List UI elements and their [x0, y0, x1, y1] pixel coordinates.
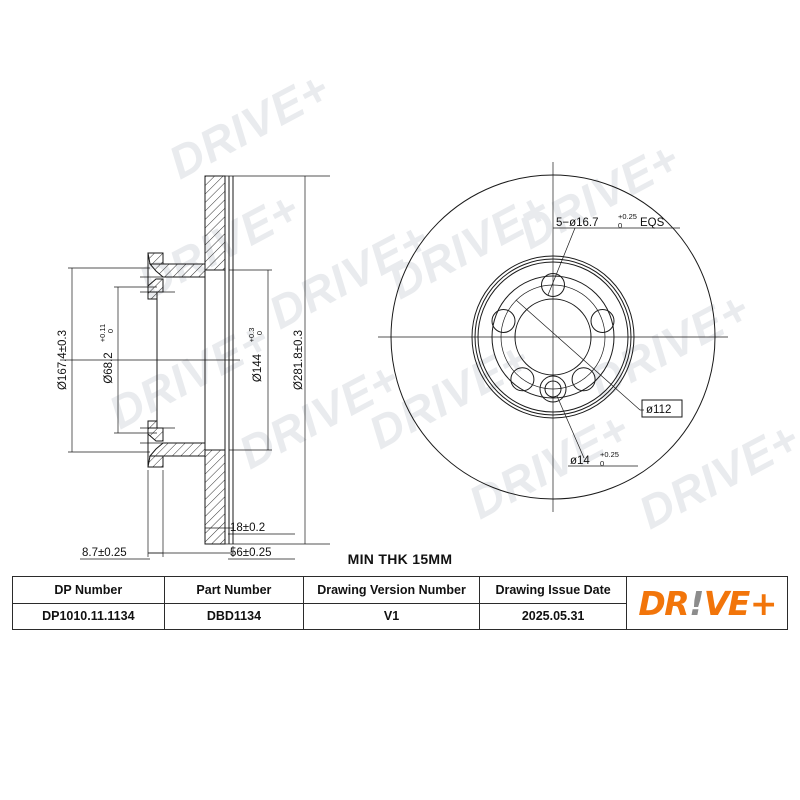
face-view: ø112 5−ø16.7 +0.25 0 EQS ø14 +0.25 0 — [378, 162, 728, 512]
watermark-text: DRIVE+ — [630, 411, 800, 538]
drawing-version-value: V1 — [383, 609, 400, 624]
disc-ring-lower — [204, 449, 226, 545]
logo-text-ve: VE — [703, 583, 751, 623]
bolt-hole — [572, 368, 595, 391]
logo-text-dr: DR — [638, 583, 689, 623]
svg-text:Ø167.4±0.3: Ø167.4±0.3 — [57, 330, 69, 390]
part-number-value: DBD1134 — [206, 609, 262, 624]
title-block: DP Number DP1010.11.1134 Part Number DBD… — [12, 576, 788, 630]
logo-plus-icon: + — [749, 583, 778, 623]
hub-neck-upper — [147, 252, 164, 265]
hub-lip-upper — [147, 291, 158, 300]
svg-text:0: 0 — [106, 329, 115, 333]
bolt-hole — [492, 310, 515, 333]
svg-text:EQS: EQS — [640, 217, 665, 229]
min-thickness-note: MIN THK 15MM — [347, 551, 453, 567]
leader-bolt-holes — [547, 227, 576, 296]
svg-text:Ø68.2: Ø68.2 — [103, 352, 115, 383]
section-view: Ø281.8±0.3 Ø144 +0.3 0 Ø167.4±0.3 — [57, 175, 330, 560]
watermark-text: DRIVE+ — [460, 401, 638, 528]
bolt-holes-callout: 5−ø16.7 +0.25 0 EQS — [556, 212, 665, 230]
leader-pilot-hole — [556, 395, 585, 459]
hub-flange-upper — [148, 263, 206, 278]
watermark-text: DRIVE+ — [160, 61, 338, 188]
svg-text:0: 0 — [255, 331, 264, 335]
issue-date-value: 2025.05.31 — [521, 609, 585, 624]
title-block-col-dp-number: DP Number DP1010.11.1134 — [13, 577, 165, 629]
dim-label-bore: Ø68.2 +0.11 0 — [98, 324, 115, 384]
dim-label-hub-thk: 8.7±0.25 — [82, 547, 127, 559]
svg-text:+0.25: +0.25 — [618, 212, 637, 221]
title-block-col-version: Drawing Version Number V1 — [304, 577, 480, 629]
pcd-label-box — [642, 400, 682, 417]
leader-pcd — [515, 299, 641, 411]
title-block-col-logo: DR!VE+ — [627, 577, 787, 629]
title-block-col-issue-date: Drawing Issue Date 2025.05.31 — [479, 577, 628, 629]
drawing-version-header: Drawing Version Number — [304, 577, 479, 604]
svg-text:+0.3: +0.3 — [247, 328, 256, 343]
disc-ring-upper — [204, 175, 226, 271]
svg-text:+0.25: +0.25 — [600, 450, 619, 459]
dp-number-header: DP Number — [13, 577, 164, 604]
pilot-hole-callout: ø14 +0.25 0 — [570, 450, 619, 468]
bolt-hole — [511, 368, 534, 391]
logo-exclamation-icon: ! — [689, 583, 704, 623]
svg-text:ø14: ø14 — [570, 455, 590, 467]
part-number-header: Part Number — [164, 577, 304, 604]
dp-number-value: DP1010.11.1134 — [42, 609, 135, 624]
hub-lip-lower — [147, 420, 158, 429]
svg-text:0: 0 — [618, 221, 622, 230]
dim-label-disc-thk: 18±0.2 — [230, 522, 265, 534]
pcd-label-text: ø112 — [646, 404, 671, 416]
dim-label-hub-od: Ø167.4±0.3 — [57, 330, 69, 390]
bolt-hole — [591, 310, 614, 333]
svg-text:5−ø16.7: 5−ø16.7 — [556, 217, 599, 229]
svg-text:0: 0 — [600, 459, 604, 468]
dim-label-friction-od: Ø144 +0.3 0 — [247, 328, 264, 382]
drive-plus-logo: DR!VE+ — [638, 583, 778, 623]
svg-text:+0.11: +0.11 — [98, 324, 107, 342]
issue-date-header: Drawing Issue Date — [479, 577, 627, 604]
svg-text:Ø281.8±0.3: Ø281.8±0.3 — [293, 330, 305, 390]
title-block-col-part-number: Part Number DBD1134 — [164, 577, 305, 629]
hub-neck-lower — [147, 455, 164, 468]
hub-bore-chamfer-lower — [147, 427, 164, 442]
hub-flange-lower — [148, 442, 206, 457]
svg-text:Ø144: Ø144 — [252, 353, 264, 382]
dim-label-od: Ø281.8±0.3 — [293, 330, 305, 390]
dim-label-overall: 56±0.25 — [230, 547, 272, 559]
